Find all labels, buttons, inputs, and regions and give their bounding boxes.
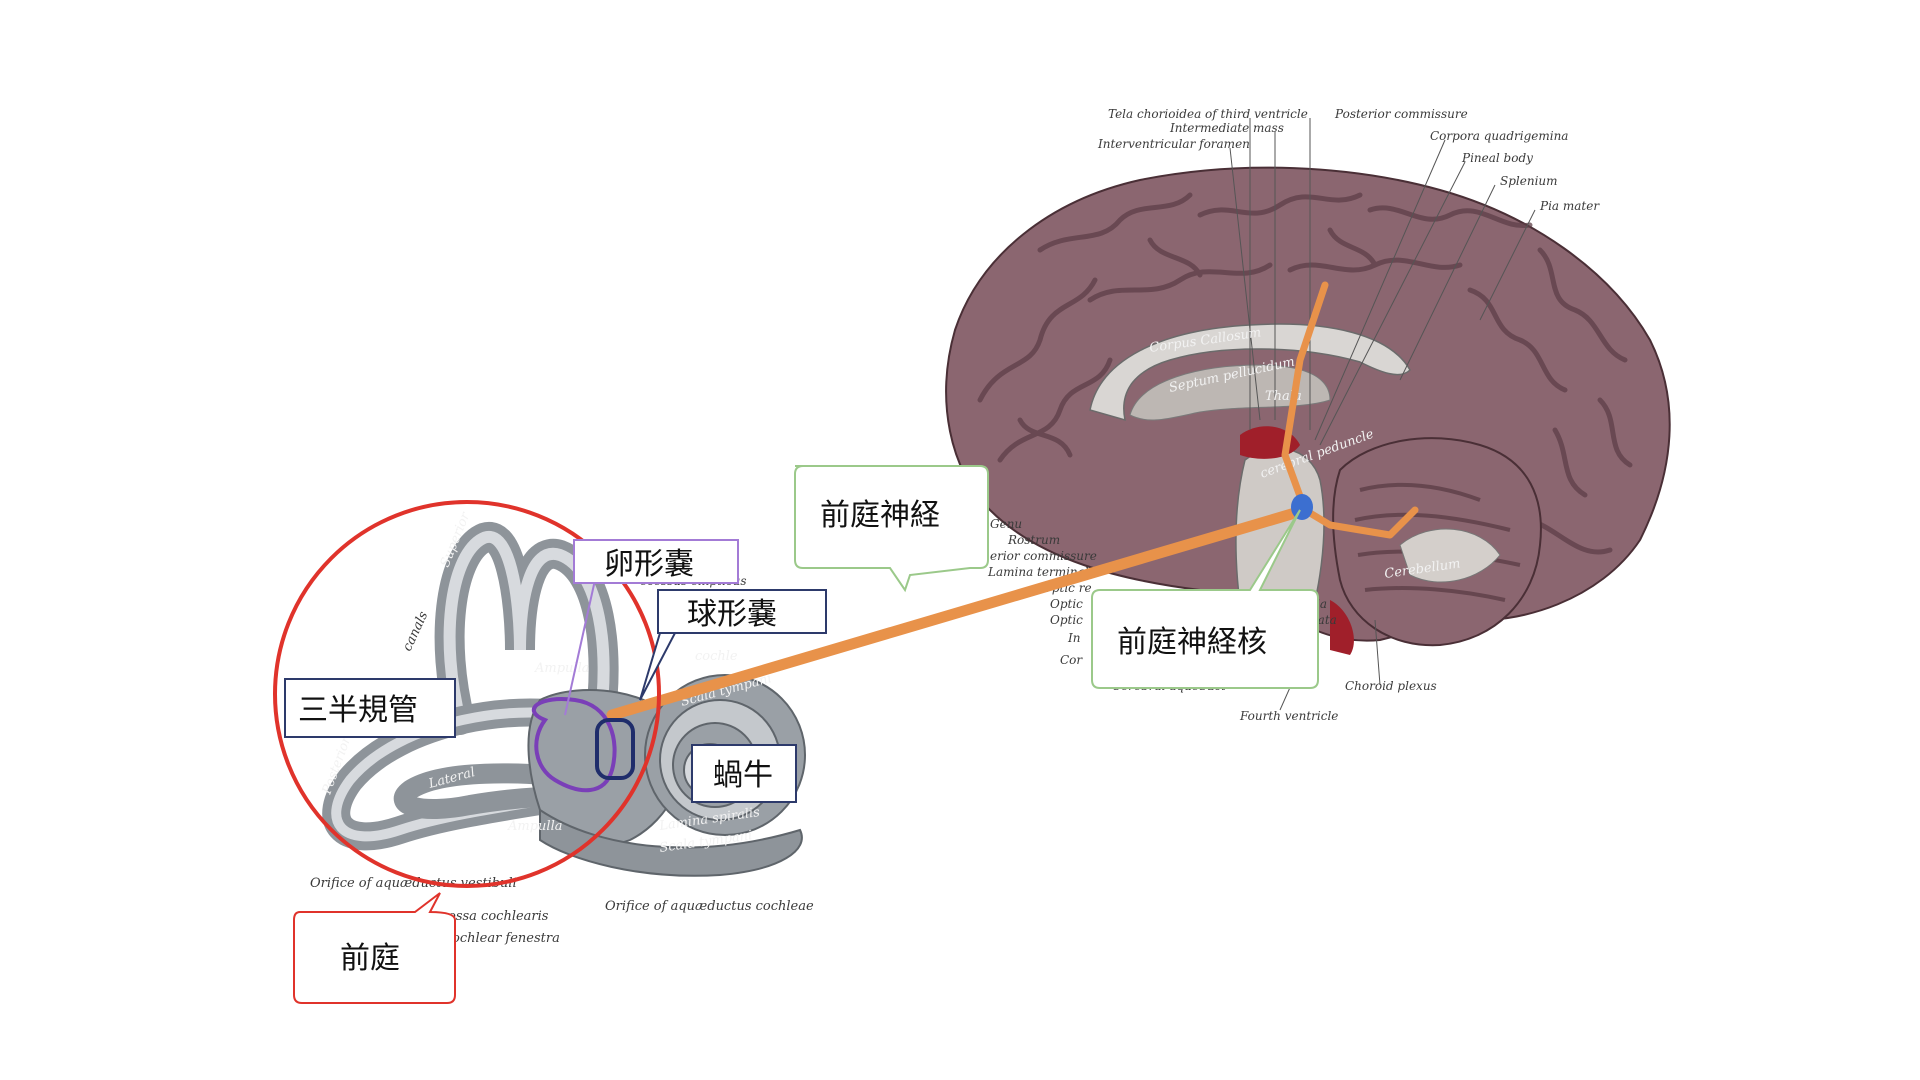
label-cor: Cor xyxy=(1060,653,1083,667)
label-choroid-plexus: Choroid plexus xyxy=(1345,679,1437,693)
callout-cochlea-text: 蝸牛 xyxy=(713,758,773,793)
label-corpora-quadrigemina: Corpora quadrigemina xyxy=(1430,129,1568,143)
vestibule-body xyxy=(527,689,686,847)
labyrinth-lower xyxy=(539,808,803,877)
label-fourth-ventricle: Fourth ventricle xyxy=(1239,709,1338,723)
pathway-cerebellum xyxy=(1301,506,1419,539)
vestibular-nucleus-dot xyxy=(1291,494,1313,520)
callout-utricle: 卵形嚢 xyxy=(564,539,739,716)
label-intermediate-mass: Intermediate mass xyxy=(1169,121,1284,135)
label-pineal-body: Pineal body xyxy=(1461,151,1533,165)
pathway-ear-to-brainstem xyxy=(606,504,1311,721)
callout-saccule-text: 球形嚢 xyxy=(687,597,777,632)
callout-semicircular-canals: 三半規管 xyxy=(284,678,456,738)
callout-semicircular-canals-text: 三半規管 xyxy=(298,693,418,728)
label-cochlear-fenestra: ochlear fenestra xyxy=(452,931,560,946)
label-rostrum: Rostrum xyxy=(1007,533,1060,547)
label-interventricular-foramen: Interventricular foramen xyxy=(1097,137,1250,151)
corpus-callosum xyxy=(1089,323,1411,422)
arbor-vitae xyxy=(1399,528,1501,583)
callout-vestibular-nerve-text: 前庭神経 xyxy=(820,498,940,533)
callout-saccule: 球形嚢 xyxy=(639,589,827,701)
callout-vestibular-nucleus: 前庭神経核 xyxy=(1091,509,1319,689)
label-ampulla-1: Ampulla xyxy=(534,661,589,676)
label-la: la xyxy=(1316,597,1327,611)
superior-canal-inner xyxy=(443,531,610,726)
septum-region xyxy=(1129,364,1331,421)
label-fossa-cochlearis: ossa cochlearis xyxy=(448,909,549,924)
label-optic-2: Optic xyxy=(1050,613,1083,627)
callout-cochlea: 蝸牛 xyxy=(691,744,797,803)
label-ampulla-2: Ampulla xyxy=(507,819,562,834)
label-anterior-commissure: erior commissure xyxy=(990,549,1097,563)
label-optic-1: Optic xyxy=(1050,597,1083,611)
saccule-outline xyxy=(595,718,635,780)
callout-utricle-text: 卵形嚢 xyxy=(604,547,694,582)
label-canals: canals xyxy=(400,609,431,654)
pathway-ascending xyxy=(1281,281,1329,514)
vestibular-pathway xyxy=(606,281,1419,721)
utricle-outline xyxy=(531,697,617,793)
label-in: In xyxy=(1067,631,1080,645)
label-genu: Genu xyxy=(990,517,1022,531)
label-orifice-cochleae: Orifice of aquæductus cochleae xyxy=(605,899,814,914)
callout-vestibular-nucleus-text: 前庭神経核 xyxy=(1117,625,1267,660)
label-cochlea-word: cochle xyxy=(695,649,738,664)
label-splenium: Splenium xyxy=(1500,174,1558,188)
label-pia-mater: Pia mater xyxy=(1539,199,1600,213)
callout-vestibule: 前庭 xyxy=(293,892,456,1004)
label-posterior-commissure: Posterior commissure xyxy=(1334,107,1468,121)
fourth-ventricle-red xyxy=(1330,600,1354,655)
vestibule-circle xyxy=(273,500,661,888)
callout-vestibule-text: 前庭 xyxy=(340,941,400,976)
label-tela-choroidea: Tela chorioidea of third ventricle xyxy=(1108,107,1308,121)
callout-vestibular-nerve: 前庭神経 xyxy=(794,465,989,593)
